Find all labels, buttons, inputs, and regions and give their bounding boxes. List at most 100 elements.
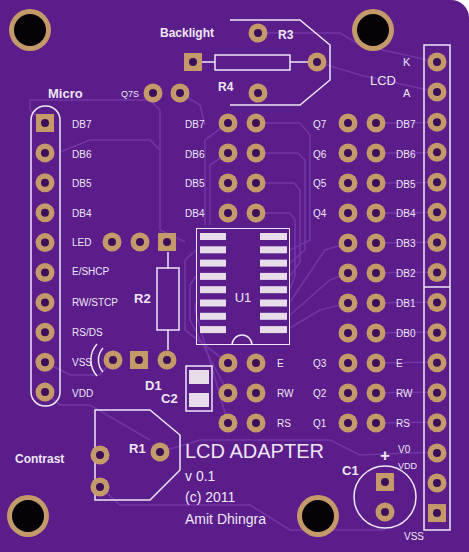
drill-hole [433,148,441,156]
silkscreen-label: Q1 [313,419,326,429]
square-pad [428,504,446,522]
drill-hole [433,449,441,457]
silkscreen-label: Amit Dhingra [185,512,266,526]
drill-hole [163,356,171,364]
silkscreen-label: R2 [134,292,151,305]
drill-hole [189,58,197,66]
round-pad [428,413,447,432]
drill-hole [344,239,352,247]
trimmer-outline [230,20,330,105]
drill-hole [96,451,104,459]
drill-hole [344,359,352,367]
silkscreen-label: RS [396,419,410,429]
round-pad [339,234,358,253]
drill-hole [252,359,260,367]
resistor-symbol [215,55,290,70]
silkscreen-label: RW/STCP [72,298,118,308]
round-pad [339,324,358,343]
round-pad [247,144,266,163]
drill-hole [224,419,232,427]
drill-hole [344,119,352,127]
silkscreen-label: DB1 [396,299,415,309]
round-pad [247,114,266,133]
square-pad [130,351,148,369]
round-pad [339,204,358,223]
silkscreen-label: Backlight [160,27,214,39]
drill-hole [149,89,157,97]
drill-hole [41,209,49,217]
silkscreen-label: DB4 [72,209,91,219]
round-pad [219,174,238,193]
capacitor-outline [354,466,416,528]
mount-ring [9,9,51,51]
round-pad [428,233,447,252]
round-pad [171,84,190,103]
drill-hole [372,179,380,187]
mount-ring [352,9,394,51]
drill-hole [372,419,380,427]
drill-hole [41,328,49,336]
mount-hole [357,14,389,46]
mount-ring [7,495,49,537]
drill-hole [252,389,260,397]
smd-pad [260,260,287,267]
round-pad [367,414,386,433]
drill-hole [156,448,164,456]
drill-hole [344,179,352,187]
smd-pad [200,233,226,240]
round-pad [249,84,268,103]
drill-hole [224,209,232,217]
silkscreen-label: + [380,447,390,464]
round-pad [428,443,447,462]
silkscreen-label: A [403,88,410,99]
drill-hole [41,358,49,366]
drill-hole [252,149,260,157]
round-pad [428,383,447,402]
smd-pad [200,313,226,320]
resistor-symbol [157,268,179,330]
drill-hole [109,356,117,364]
round-pad [36,353,55,372]
round-pad [36,203,55,222]
capacitor-outline [186,366,212,411]
silkscreen-label: DB6 [72,150,91,160]
drill-hole [433,359,441,367]
round-pad [339,264,358,283]
silkscreen-label: RW [277,389,293,399]
drill-hole [41,239,49,247]
copper-traces [30,33,437,530]
round-pad [428,263,447,282]
round-pad [367,204,386,223]
drill-hole [254,29,262,37]
round-pad [367,264,386,283]
silkscreen-label: Contrast [15,453,64,465]
drill-hole [344,149,352,157]
silkscreen-label: Q7 [313,120,326,130]
smd-pad [260,286,287,293]
silkscreen-label: K [403,57,410,68]
round-pad [219,354,238,373]
silkscreen-label: LED [72,238,91,248]
drill-hole [433,118,441,126]
smd-pad [200,286,226,293]
drill-hole [372,329,380,337]
round-pad [339,294,358,313]
silkscreen-label: LCD [370,74,396,87]
smd-pad [260,326,287,333]
round-pad [428,323,447,342]
round-pad [36,143,55,162]
drill-hole [433,238,441,246]
silkscreen-label: DB6 [396,150,415,160]
smd-pad [189,370,209,384]
drill-hole [433,178,441,186]
drill-hole [41,269,49,277]
drill-hole [176,89,184,97]
silkscreen-label: DB6 [185,150,204,160]
round-pad [428,143,447,162]
silkscreen-label: R3 [278,29,293,41]
drill-hole [163,238,171,246]
silkscreen-label: D1 [145,379,162,392]
round-pad [367,114,386,133]
square-pad [184,53,202,71]
smd-pad [260,313,287,320]
